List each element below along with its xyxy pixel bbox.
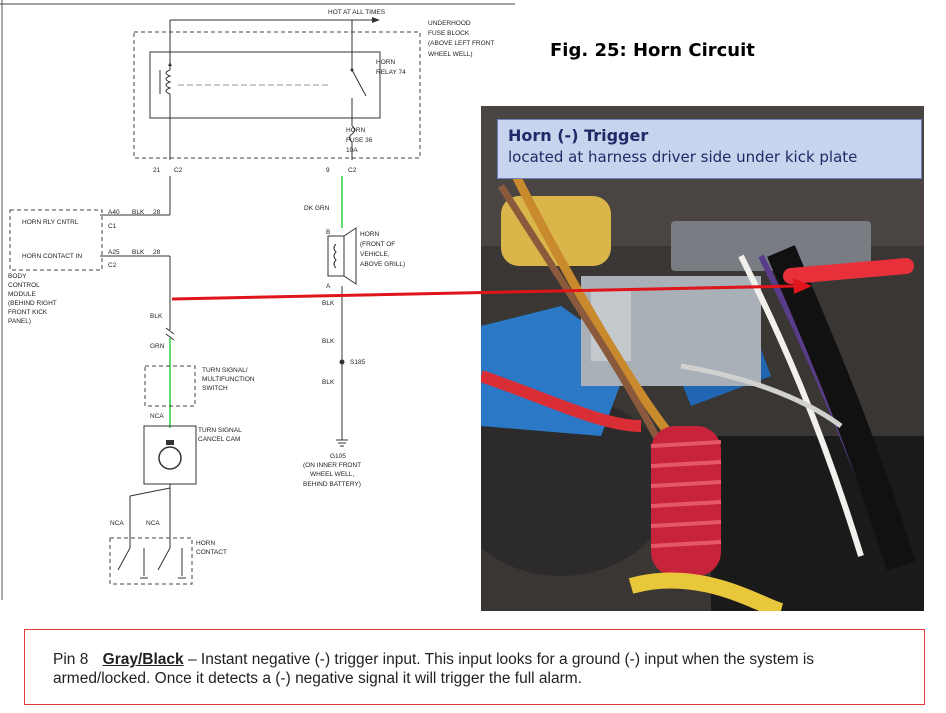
- horn-circuit-diagram: HOT AT ALL TIMES UNDERHOOD FUSE BLOCK (A…: [0, 0, 515, 600]
- harness-photo: [481, 106, 924, 611]
- bcm-circuit-2: 28: [153, 249, 161, 256]
- nca-label-3: NCA: [146, 520, 160, 527]
- horn-pin-a: A: [326, 283, 331, 290]
- fuse-block-label-3: (ABOVE LEFT FRONT: [428, 40, 494, 47]
- pin-description: – Instant negative (-) trigger input. Th…: [53, 651, 815, 687]
- horn-contact-label-1: HORN: [196, 540, 215, 547]
- turn-switch-label-2: MULTIFUNCTION: [202, 376, 255, 383]
- ground-label-4: BEHIND BATTERY): [303, 481, 361, 488]
- horn-label-4: ABOVE GRILL): [360, 261, 405, 268]
- horn-relay-label-1: HORN: [376, 59, 395, 66]
- bcm-name-2: CONTROL: [8, 282, 40, 289]
- bcm-pin-1: A40: [108, 209, 120, 216]
- horn-label-3: VEHICLE,: [360, 251, 390, 258]
- bcm-wire-1: BLK: [132, 209, 145, 216]
- horn-relay-label-2: RELAY 74: [376, 69, 406, 76]
- relay-pin-left: 21: [153, 167, 161, 174]
- turn-switch-label-1: TURN SIGNAL/: [202, 367, 248, 374]
- bcm-name-4: (BEHIND RIGHT: [8, 300, 57, 307]
- fuse-conn: C2: [348, 167, 357, 174]
- nca-label-1: NCA: [150, 413, 164, 420]
- wire-blk-horn-2: BLK: [322, 338, 335, 345]
- bcm-name-1: BODY: [8, 273, 27, 280]
- bcm-name-6: PANEL): [8, 318, 31, 325]
- wire-color: Gray/Black: [102, 651, 184, 668]
- horn-label-2: (FRONT OF: [360, 241, 395, 248]
- ground-label-3: WHEEL WELL,: [310, 471, 354, 478]
- wire-blk-horn-1: BLK: [322, 300, 335, 307]
- fuse-block-label-4: WHEEL WELL): [428, 51, 473, 58]
- horn-contact-label-2: CONTACT: [196, 549, 227, 556]
- ground-label-1: G105: [330, 453, 346, 460]
- horn-fuse-label-1: HORN: [346, 127, 365, 134]
- bcm-circuit-1: 28: [153, 209, 161, 216]
- cancel-cam-label-1: TURN SIGNAL: [198, 427, 242, 434]
- wire-blk-bcm: BLK: [150, 313, 163, 320]
- hot-label: HOT AT ALL TIMES: [328, 9, 386, 16]
- callout-title: Horn (-) Trigger: [508, 126, 649, 145]
- bcm-conn-2: C2: [108, 262, 117, 269]
- bcm-label-2: HORN CONTACT IN: [22, 253, 82, 260]
- fuse-block-label-1: UNDERHOOD: [428, 20, 471, 27]
- relay-conn-left: C2: [174, 167, 183, 174]
- horn-fuse-label-2: FUSE 36: [346, 137, 373, 144]
- turn-switch-label-3: SWITCH: [202, 385, 228, 392]
- bcm-wire-2: BLK: [132, 249, 145, 256]
- bcm-pin-2: A25: [108, 249, 120, 256]
- nca-label-2: NCA: [110, 520, 124, 527]
- horn-trigger-callout: Horn (-) Trigger located at harness driv…: [497, 119, 922, 179]
- wire-blk-horn-3: BLK: [322, 379, 335, 386]
- wire-grn: GRN: [150, 343, 165, 350]
- figure-title: Fig. 25: Horn Circuit: [550, 40, 755, 61]
- bcm-name-5: FRONT KICK: [8, 309, 48, 316]
- pin-note: Pin 8 Gray/Black – Instant negative (-) …: [24, 629, 925, 705]
- horn-fuse-label-3: 10A: [346, 147, 358, 154]
- horn-label-1: HORN: [360, 231, 379, 238]
- pin-number: Pin 8: [53, 651, 89, 668]
- ground-label-2: (ON INNER FRONT: [303, 462, 361, 469]
- fuse-block-label-2: FUSE BLOCK: [428, 30, 470, 37]
- bcm-conn-1: C1: [108, 223, 117, 230]
- bcm-label-1: HORN RLY CNTRL: [22, 219, 79, 226]
- splice-label: S185: [350, 359, 366, 366]
- cancel-cam-label-2: CANCEL CAM: [198, 436, 240, 443]
- horn-pin-b: B: [326, 229, 330, 236]
- bcm-name-3: MODULE: [8, 291, 36, 298]
- wire-dk-grn: DK GRN: [304, 205, 330, 212]
- callout-subtitle: located at harness driver side under kic…: [508, 148, 858, 166]
- fuse-pin: 9: [326, 167, 330, 174]
